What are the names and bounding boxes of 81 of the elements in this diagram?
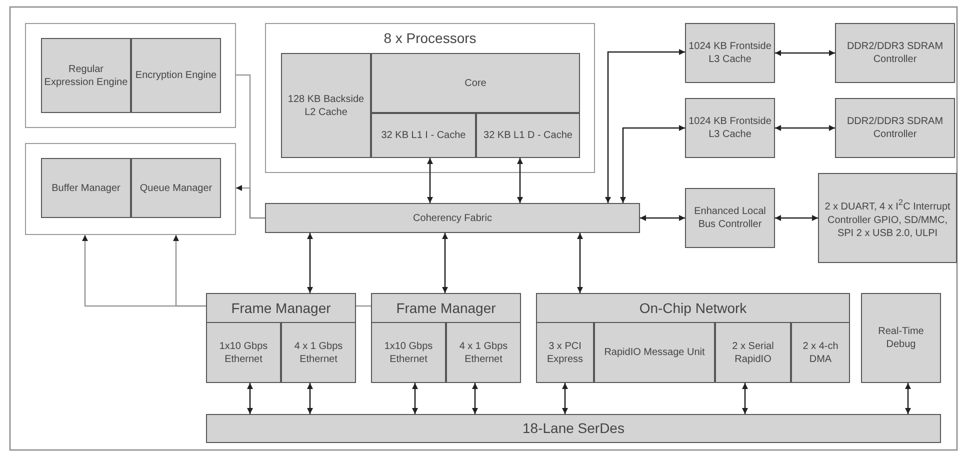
arrow	[742, 383, 748, 414]
arrow	[775, 215, 818, 221]
block-box	[791, 322, 850, 383]
block-label: 32 KB L1 I - Cache	[380, 129, 467, 142]
block-label: Enhanced Local Bus Controller	[693, 205, 767, 231]
block-box	[536, 322, 594, 383]
block-label: RapidIO Message Unit	[603, 346, 706, 359]
block-label: Regular Expression Engine	[43, 62, 129, 88]
block-label: 1x10 Gbps Ethernet	[218, 340, 269, 366]
arrow	[82, 235, 206, 307]
block-heading: Frame Manager	[396, 299, 496, 317]
arrow	[517, 158, 523, 203]
block-label: Core	[464, 76, 488, 90]
arrow	[562, 383, 568, 414]
block-label: 1024 KB Frontside L3 Cache	[688, 40, 772, 66]
block-label: 128 KB Backside L2 Cache	[286, 92, 366, 118]
block-label: Encryption Engine	[134, 69, 218, 82]
block-label: 1x10 Gbps Ethernet	[383, 340, 434, 366]
arrow	[442, 233, 448, 293]
arrow	[605, 49, 685, 203]
block-box	[131, 158, 221, 218]
block-label: 2 x DUART, 4 x I$^{2}$C Interrupt Controller GPIO, SD/MMC, SPI 2 x USB 2.0, ULPI	[824, 196, 952, 240]
block-box	[685, 23, 775, 83]
connector-line	[356, 305, 371, 307]
block-panel	[371, 293, 521, 383]
block-box	[281, 322, 356, 383]
block-label: Coherency Fabric	[412, 212, 493, 224]
block-box	[685, 188, 775, 248]
block-heading: On-Chip Network	[639, 299, 747, 317]
arrow	[905, 383, 911, 414]
block-box	[476, 113, 580, 158]
block-box	[715, 322, 791, 383]
block-box	[835, 23, 955, 83]
arrow	[307, 233, 313, 293]
arrow	[412, 383, 418, 414]
block-label: DDR2/DDR3 SDRAM Controller	[846, 115, 944, 141]
arrow	[620, 125, 685, 203]
block-label: Buffer Manager	[50, 182, 122, 194]
arrow	[640, 215, 685, 221]
block-box	[446, 322, 521, 383]
block-box	[41, 158, 131, 218]
arrow	[472, 383, 478, 414]
block-label: 3 x PCI Express	[546, 340, 584, 366]
block-box	[861, 293, 941, 383]
group-panel	[265, 23, 595, 173]
block-box	[265, 203, 640, 233]
block-label: DDR2/DDR3 SDRAM Controller	[846, 40, 944, 66]
group-box	[25, 23, 236, 128]
block-label: 32 KB L1 D - Cache	[482, 129, 574, 142]
block-heading: 8 x Processors	[384, 29, 476, 47]
block-box	[594, 322, 715, 383]
arrow	[775, 50, 835, 56]
arrow	[247, 383, 253, 414]
block-box	[371, 322, 446, 383]
arrow	[427, 158, 433, 203]
block-box	[371, 113, 476, 158]
arrow	[307, 383, 313, 414]
block-box	[818, 173, 957, 263]
block-label: Real-Time Debug	[877, 325, 925, 351]
block-label: 4 x 1 Gbps Ethernet	[293, 340, 344, 366]
block-panel	[206, 293, 356, 383]
block-panel	[536, 293, 850, 383]
block-label: 4 x 1 Gbps Ethernet	[458, 340, 509, 366]
group-box	[25, 143, 236, 235]
block-box	[835, 98, 955, 158]
block-label: Queue Manager	[138, 182, 214, 194]
block-box	[685, 98, 775, 158]
block-box	[206, 322, 281, 383]
block-box	[371, 53, 580, 113]
block-label: 2 x 4-ch DMA	[802, 340, 840, 366]
block-box	[281, 53, 371, 158]
block-label: 1024 KB Frontside L3 Cache	[688, 115, 772, 141]
block-box	[131, 38, 221, 113]
arrow	[236, 185, 265, 219]
arrow	[577, 233, 583, 293]
block-heading: Frame Manager	[231, 299, 331, 317]
block-box	[41, 38, 131, 113]
arrow	[775, 125, 835, 131]
block-box	[206, 414, 941, 443]
block-label: 18-Lane SerDes	[522, 422, 626, 435]
block-label: 2 x Serial RapidIO	[731, 340, 775, 366]
